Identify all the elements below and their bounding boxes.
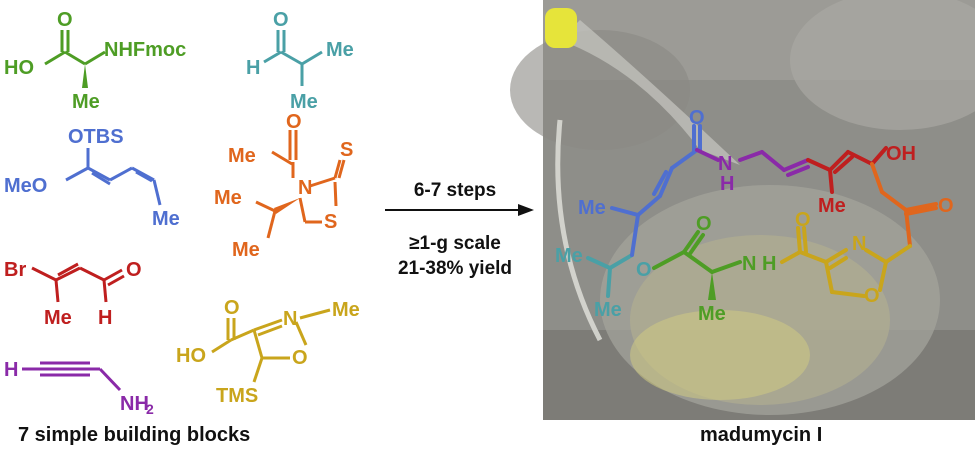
oxazole-acid-HO-label: HO — [176, 345, 206, 367]
product-O-ester-label: O — [636, 259, 652, 281]
propargylamine-NH-label: NH — [120, 393, 149, 415]
product-O-carbonyl-label: O — [696, 213, 712, 235]
dienol-MeO-label: MeO — [4, 175, 47, 197]
product-Me-side-label: Me — [578, 197, 606, 219]
alanine-NH-label: NHFmoc — [104, 39, 186, 61]
alanine-HO-label: HO — [4, 57, 34, 79]
thiazolidine-O-label: O — [286, 111, 302, 133]
product-N-bottom-label: N — [742, 253, 756, 275]
product-N-oxazole-label: N — [852, 233, 866, 255]
aldehyde-Me2-label: Me — [290, 91, 318, 113]
product-Me-iPr2-label: Me — [594, 299, 622, 321]
product-Me-diene-label: Me — [818, 195, 846, 217]
oxazole-acid-Me-label: Me — [332, 299, 360, 321]
block-isobutyraldehyde — [263, 30, 323, 86]
product-OH-label: OH — [886, 143, 916, 165]
bromoenal-Br-label: Br — [4, 259, 26, 281]
oxazole-acid-N-label: N — [283, 308, 297, 330]
dienol-OTBS-label: OTBS — [68, 126, 124, 148]
flask-photo — [510, 0, 975, 420]
dienol-Me-label: Me — [152, 208, 180, 230]
alanine-Me-label: Me — [72, 91, 100, 113]
block-oxazole-acid — [211, 308, 331, 383]
thiazolidine-Me-label: Me — [228, 145, 256, 167]
product-N-top-label: N — [718, 153, 732, 175]
bromoenal-O-label: O — [126, 259, 142, 281]
reaction-arrow — [385, 204, 534, 216]
product-O-ketone-label: O — [938, 195, 954, 217]
thiazolidine-S1-label: S — [340, 139, 353, 161]
product-O-oxazole-label: O — [864, 285, 880, 307]
product-H-top-label: H — [720, 173, 734, 195]
block-silyl-dienol — [65, 148, 162, 206]
product-O-amide-label: O — [795, 209, 811, 231]
thiazolidine-S2-label: S — [324, 211, 337, 233]
alanine-O-label: O — [57, 9, 73, 31]
aldehyde-O-label: O — [273, 9, 289, 31]
condition-steps: 6-7 steps — [413, 180, 497, 201]
thiazolidine-iPrMe2-label: Me — [232, 239, 260, 261]
condition-scale: ≥1-g scale — [409, 233, 501, 254]
caption-building-blocks: 7 simple building blocks — [18, 424, 251, 446]
product-madumycin-structure — [586, 124, 938, 300]
thiazolidine-iPrMe1-label: Me — [214, 187, 242, 209]
block-thiazolidinethione — [255, 130, 346, 239]
thiazolidine-N-label: N — [298, 177, 312, 199]
product-Me-iPr1-label: Me — [555, 245, 583, 267]
aldehyde-H-label: H — [246, 57, 260, 79]
propargylamine-H-label: H — [4, 359, 18, 381]
block-bromoenal — [31, 262, 125, 303]
product-O-top-label: O — [689, 107, 705, 129]
block-fmoc-alanine — [44, 30, 106, 88]
product-Me-ala-label: Me — [698, 303, 726, 325]
condition-yield: 21-38% yield — [397, 258, 513, 279]
product-H-bottom-label: H — [762, 253, 776, 275]
oxazole-acid-O-label: O — [224, 297, 240, 319]
oxazole-acid-TMS-label: TMS — [216, 385, 258, 407]
oxazole-acid-Oring-label: O — [292, 347, 308, 369]
aldehyde-Me1-label: Me — [326, 39, 354, 61]
bromoenal-Me-label: Me — [44, 307, 72, 329]
caption-product-name: madumycin I — [700, 424, 823, 446]
propargylamine-sub-label: 2 — [146, 401, 154, 417]
block-propargylamine — [22, 361, 122, 392]
clip-icon — [545, 8, 577, 48]
bromoenal-H-label: H — [98, 307, 112, 329]
